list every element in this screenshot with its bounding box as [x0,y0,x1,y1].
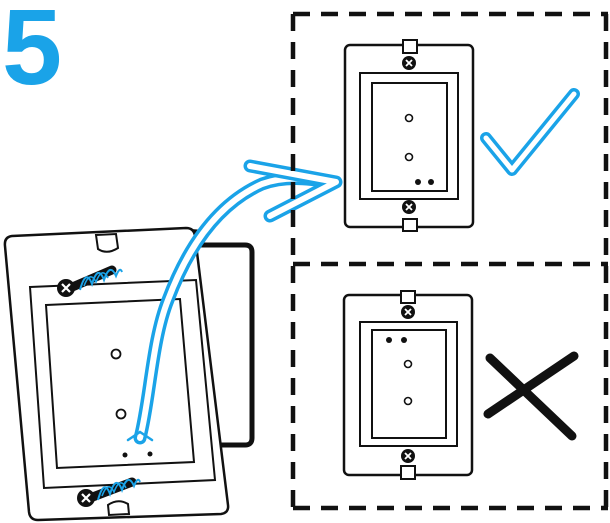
checkmark-icon [480,88,580,176]
rear-bracket [195,242,255,448]
incorrect-orientation-plate [342,290,474,480]
wall-plate-outer [3,226,230,522]
screw-icon [57,265,123,297]
x-mark-icon [483,351,579,441]
plate-top-tab [94,232,120,253]
plate-dot [147,451,153,457]
screw-icon [77,477,141,507]
plate-hole [115,408,127,420]
plate-dot [122,452,128,458]
wall-plate-inner-frame [28,278,217,490]
orientation-panels [290,11,609,511]
plate-bottom-tab [106,500,131,517]
plate-hole [110,348,122,360]
wall-plate-assembly [3,226,255,522]
wall-plate-inner-box [44,297,196,470]
curved-arrow-icon [126,159,343,445]
step-number: 5 [2,0,63,107]
correct-orientation-plate [343,39,475,232]
